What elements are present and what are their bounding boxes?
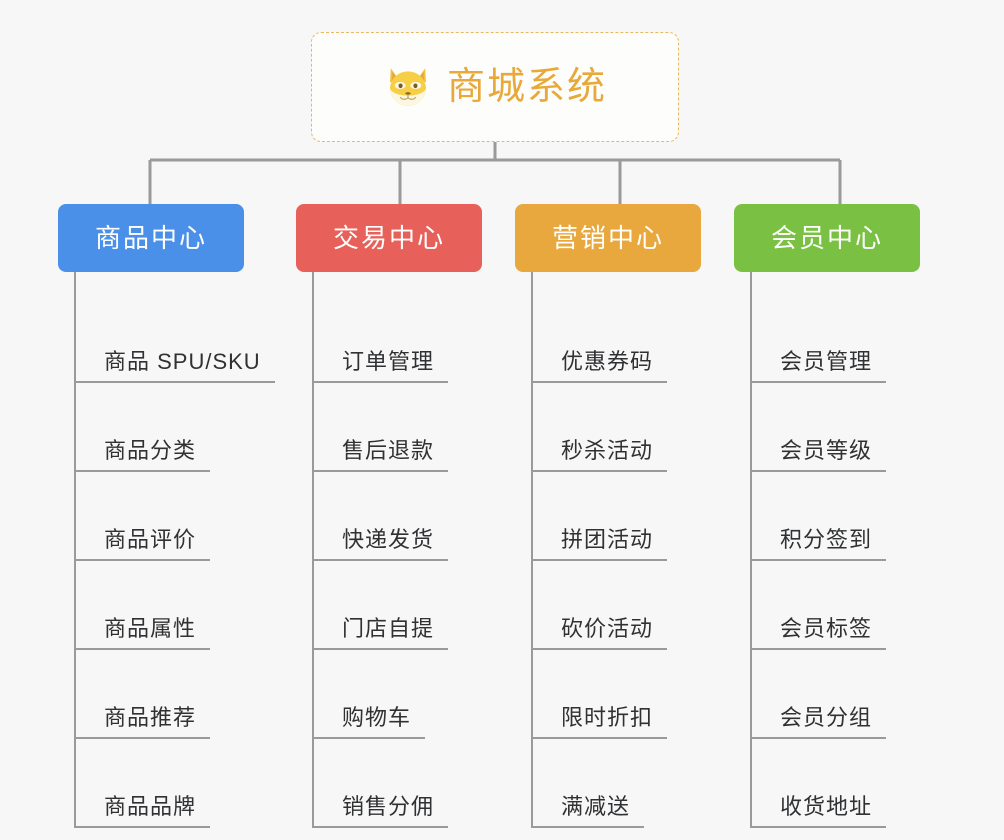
leaf-item-label: 商品评价 [76, 526, 211, 561]
branch-header-label: 交易中心 [332, 223, 445, 253]
leaf-item[interactable]: 商品属性 [76, 561, 278, 650]
leaf-item[interactable]: 售后退款 [314, 383, 516, 472]
leaf-item[interactable]: 商品品牌 [76, 739, 278, 828]
leaf-item[interactable]: 砍价活动 [533, 561, 735, 650]
leaf-item[interactable]: 会员分组 [752, 650, 954, 739]
leaf-list-trade: 订单管理 售后退款 快递发货 门店自提 购物车 销售分佣 [312, 272, 516, 828]
leaf-item-label: 订单管理 [314, 348, 449, 383]
leaf-item[interactable]: 销售分佣 [314, 739, 516, 828]
leaf-item[interactable]: 会员管理 [752, 294, 954, 383]
branch-header-label: 商品中心 [94, 223, 207, 253]
leaf-item-label: 限时折扣 [533, 704, 668, 739]
leaf-item-label: 满减送 [533, 793, 645, 828]
root-node[interactable]: 商城系统 [311, 32, 679, 142]
leaf-item-label: 会员分组 [752, 704, 887, 739]
leaf-item-label: 拼团活动 [533, 526, 668, 561]
branch-header-product[interactable]: 商品中心 [58, 204, 244, 272]
leaf-item[interactable]: 商品推荐 [76, 650, 278, 739]
branch-header-label: 营销中心 [551, 223, 664, 253]
leaf-item[interactable]: 限时折扣 [533, 650, 735, 739]
shiba-dog-face-icon [390, 68, 426, 106]
leaf-item-label: 商品品牌 [76, 793, 211, 828]
leaf-item[interactable]: 快递发货 [314, 472, 516, 561]
leaf-list-member: 会员管理 会员等级 积分签到 会员标签 会员分组 收货地址 [750, 272, 954, 828]
branch-header-trade[interactable]: 交易中心 [296, 204, 482, 272]
leaf-item[interactable]: 会员等级 [752, 383, 954, 472]
leaf-item-label: 会员等级 [752, 437, 887, 472]
leaf-item-label: 销售分佣 [314, 793, 449, 828]
leaf-item-label: 优惠券码 [533, 348, 668, 383]
leaf-item-label: 秒杀活动 [533, 437, 668, 472]
leaf-list-product: 商品 SPU/SKU 商品分类 商品评价 商品属性 商品推荐 商品品牌 [74, 272, 278, 828]
leaf-item[interactable]: 秒杀活动 [533, 383, 735, 472]
branch-column-trade: 交易中心 订单管理 售后退款 快递发货 门店自提 购物车 销售分佣 [296, 204, 516, 828]
leaf-item-label: 商品属性 [76, 615, 211, 650]
branch-column-product: 商品中心 商品 SPU/SKU 商品分类 商品评价 商品属性 商品推荐 商品品牌 [58, 204, 278, 828]
leaf-item[interactable]: 商品 SPU/SKU [76, 294, 278, 383]
leaf-item[interactable]: 收货地址 [752, 739, 954, 828]
leaf-item-label: 商品推荐 [76, 704, 211, 739]
leaf-item[interactable]: 商品分类 [76, 383, 278, 472]
leaf-item-label: 门店自提 [314, 615, 449, 650]
leaf-item-label: 收货地址 [752, 793, 887, 828]
leaf-item[interactable]: 满减送 [533, 739, 735, 828]
leaf-item-label: 购物车 [314, 704, 426, 739]
leaf-item-label: 砍价活动 [533, 615, 668, 650]
leaf-item[interactable]: 订单管理 [314, 294, 516, 383]
leaf-item-label: 商品分类 [76, 437, 211, 472]
branch-header-member[interactable]: 会员中心 [734, 204, 920, 272]
branch-columns: 商品中心 商品 SPU/SKU 商品分类 商品评价 商品属性 商品推荐 商品品牌… [0, 204, 1004, 840]
branch-header-label: 会员中心 [770, 223, 883, 253]
leaf-item[interactable]: 会员标签 [752, 561, 954, 650]
leaf-item-label: 售后退款 [314, 437, 449, 472]
leaf-item-label: 会员标签 [752, 615, 887, 650]
leaf-item[interactable]: 积分签到 [752, 472, 954, 561]
leaf-list-marketing: 优惠券码 秒杀活动 拼团活动 砍价活动 限时折扣 满减送 [531, 272, 735, 828]
leaf-item[interactable]: 购物车 [314, 650, 516, 739]
leaf-item-label: 会员管理 [752, 348, 887, 383]
leaf-item-label: 快递发货 [314, 526, 449, 561]
leaf-item[interactable]: 门店自提 [314, 561, 516, 650]
branch-column-marketing: 营销中心 优惠券码 秒杀活动 拼团活动 砍价活动 限时折扣 满减送 [515, 204, 735, 828]
branch-column-member: 会员中心 会员管理 会员等级 积分签到 会员标签 会员分组 收货地址 [734, 204, 954, 828]
leaf-item[interactable]: 拼团活动 [533, 472, 735, 561]
root-title: 商城系统 [446, 66, 607, 108]
leaf-item[interactable]: 优惠券码 [533, 294, 735, 383]
leaf-item-label: 积分签到 [752, 526, 887, 561]
leaf-item-label: 商品 SPU/SKU [76, 348, 275, 383]
leaf-item[interactable]: 商品评价 [76, 472, 278, 561]
branch-header-marketing[interactable]: 营销中心 [515, 204, 701, 272]
